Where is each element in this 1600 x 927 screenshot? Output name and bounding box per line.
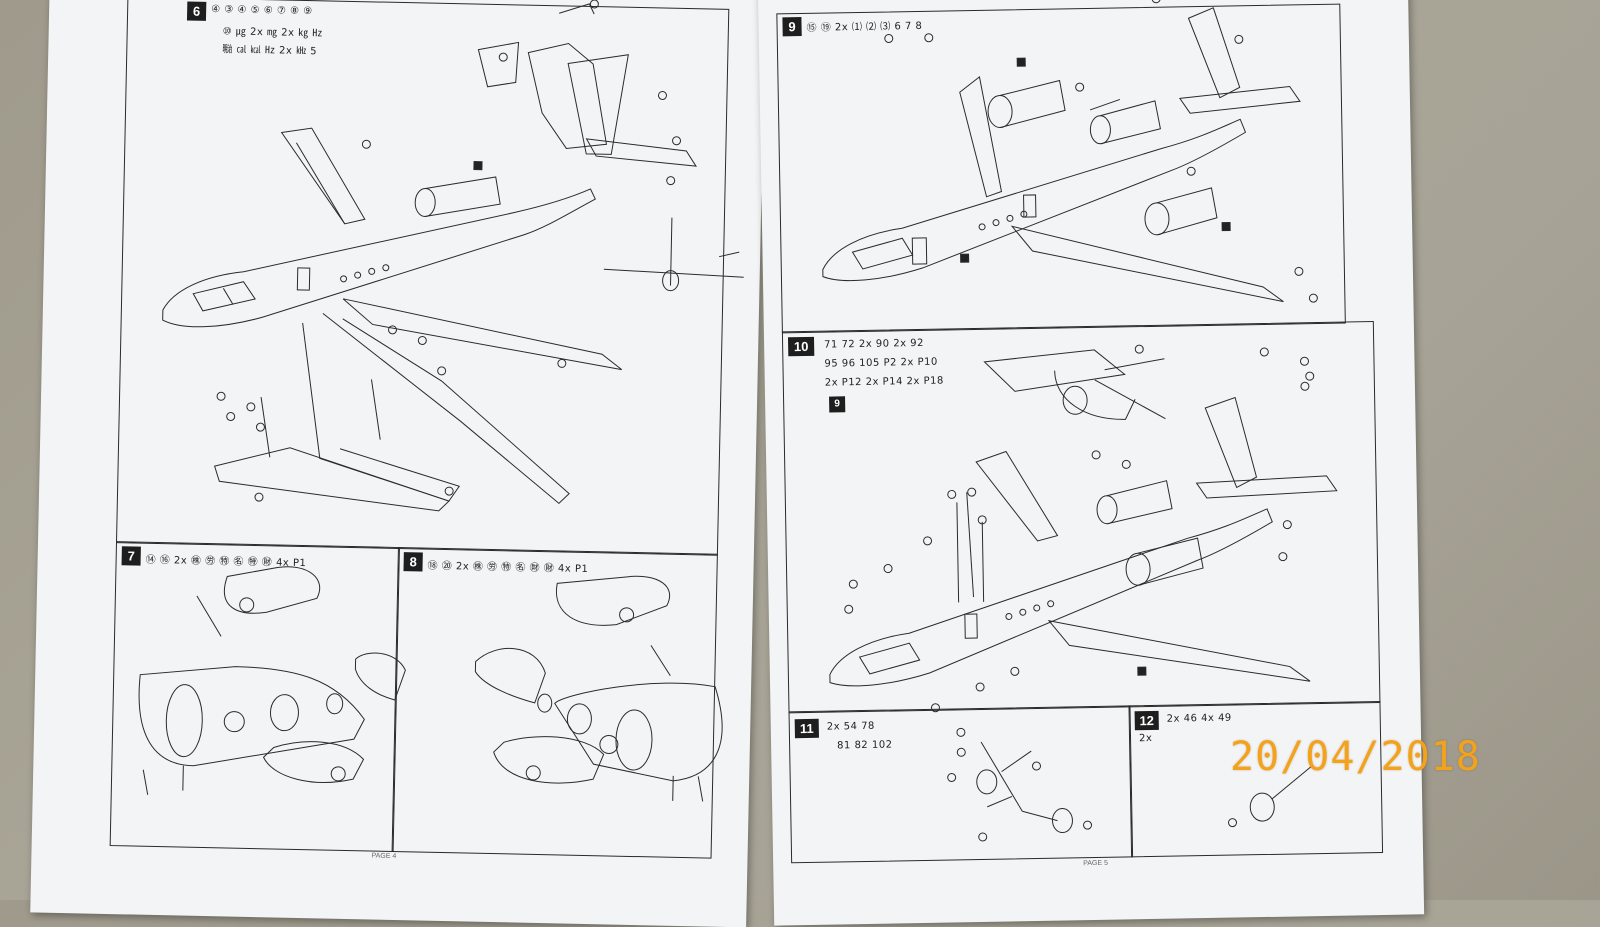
step-9-aircraft-drawing	[758, 0, 1424, 926]
step-7-engine-drawing	[30, 0, 766, 927]
step-12-gear-drawing	[758, 0, 1424, 926]
photo-date-stamp: 20/04/2018	[1230, 734, 1481, 780]
step-10-aircraft-drawing	[758, 0, 1424, 926]
page-label-left: PAGE 4	[371, 852, 397, 861]
instruction-sheet-left: 6 ④ ③ ④ ⑤ ⑥ ⑦ ⑧ ⑨ ⑩ ㎍ 2x ㎎ 2x ㎏ ㎐ ㍾ ㎈ ㎉ …	[30, 0, 766, 927]
instruction-sheet-right: 9 ⑮ ⑲ 2x ⑴ ⑵ ⑶ 6 7 8 10 71 72 2x 90 2x 9…	[757, 0, 1425, 926]
step-6-aircraft-drawing	[30, 0, 766, 927]
step-8-engine-drawing	[30, 0, 766, 927]
page-label-right: PAGE 5	[1083, 859, 1109, 868]
step-11-gear-drawing	[758, 0, 1424, 926]
